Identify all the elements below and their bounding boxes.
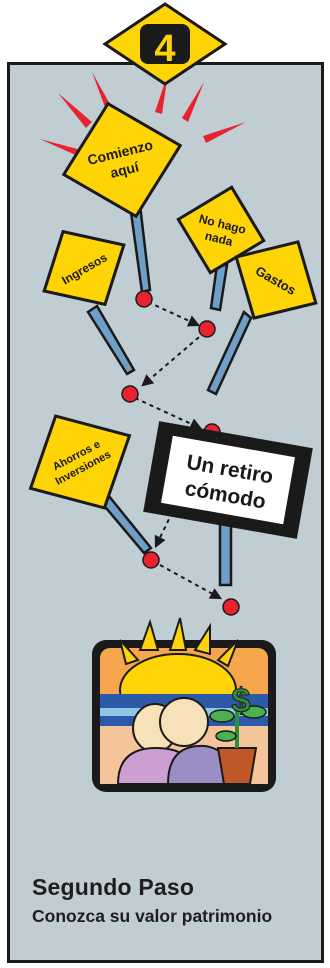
path-dot (143, 552, 159, 568)
path-dot (136, 291, 152, 307)
step-number-badge: 4 (105, 4, 225, 84)
sign-savings: Ahorros e Inversiones (6, 390, 154, 534)
path-dot (199, 321, 215, 337)
path-dot (122, 386, 138, 402)
retirement-picture: $ (92, 618, 276, 792)
sign-income: Ingresos (23, 209, 145, 328)
footer-title: Segundo Paso (32, 874, 194, 901)
sign-start: Comienzo aquí (50, 89, 194, 231)
path-dot (223, 599, 239, 615)
svg-text:$: $ (232, 682, 251, 720)
footer-subtitle: Conozca su valor patrimonio (32, 906, 272, 927)
step-number: 4 (154, 28, 175, 70)
